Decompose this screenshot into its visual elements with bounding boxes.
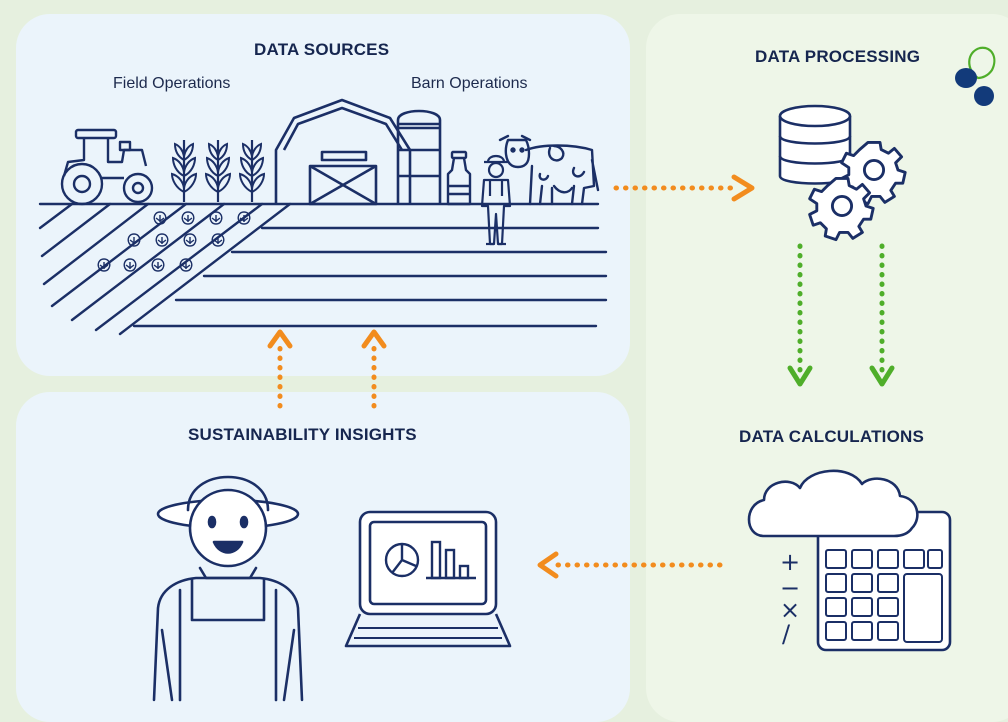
math-symbols: + − × / (780, 548, 800, 648)
field-scene (38, 202, 608, 336)
farmer-icon (480, 154, 512, 246)
bar-chart-icon (426, 540, 476, 580)
arrow-calculations-to-insights (537, 551, 723, 579)
sustainability-insights-title: SUSTAINABILITY INSIGHTS (188, 425, 417, 444)
sustainability-insights-panel (16, 392, 630, 722)
crop-icon (170, 138, 266, 204)
barn-operations-label: Barn Operations (411, 75, 528, 92)
brand-logo (955, 46, 996, 106)
silo-icon (396, 109, 442, 204)
data-sources-panel (16, 14, 630, 376)
barn-icon (274, 98, 412, 206)
laptop-icon (344, 510, 512, 648)
milk-can-icon (446, 150, 472, 206)
database-icon (778, 104, 852, 185)
divide-symbol: / (782, 620, 791, 648)
times-symbol: × (780, 596, 800, 624)
field-operations-label: Field Operations (113, 75, 231, 92)
arrow-sources-to-processing (613, 174, 755, 202)
farmer-icon (152, 475, 304, 702)
tractor-icon (60, 128, 154, 206)
cow-icon (498, 134, 600, 206)
data-sources-title: DATA SOURCES (254, 40, 390, 59)
minus-symbol: − (780, 574, 800, 602)
cloud-icon (747, 469, 919, 538)
arrow-processing-to-calculations (787, 243, 895, 387)
data-calculations-title: DATA CALCULATIONS (739, 427, 925, 446)
pie-chart-icon (384, 542, 420, 578)
data-processing-title: DATA PROCESSING (755, 47, 921, 66)
arrow-insights-to-sources (267, 329, 387, 409)
plus-symbol: + (780, 548, 800, 576)
